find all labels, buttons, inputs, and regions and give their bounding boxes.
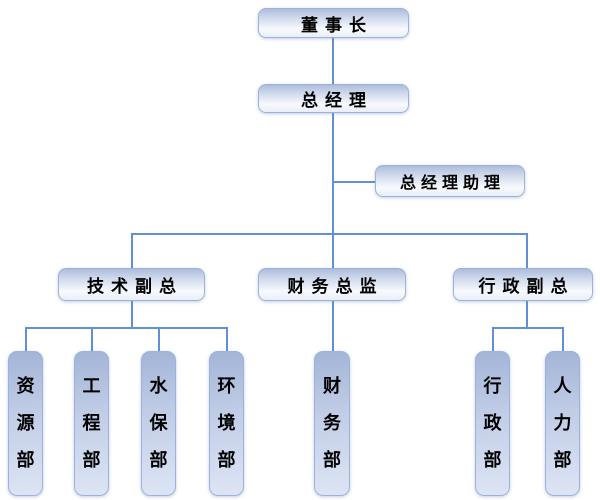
node-dept-administration-label: 行政部 <box>483 375 502 471</box>
node-finance-director-label: 财务总监 <box>287 277 384 297</box>
connector-tech-vp-top <box>131 233 133 268</box>
node-tech-vp-label: 技术副总 <box>87 277 183 297</box>
connector-environment-drop <box>226 327 228 351</box>
node-gm-assistant: 总经理助理 <box>375 165 525 197</box>
connector-hr-drop <box>562 327 564 351</box>
connector-water-drop <box>158 327 160 351</box>
node-dept-resources-label: 资源部 <box>16 375 35 471</box>
node-gm-assistant-label: 总经理助理 <box>399 173 505 192</box>
node-dept-engineering: 工程部 <box>74 351 109 496</box>
node-dept-hr: 人力部 <box>545 351 580 496</box>
connector-chairman-gm <box>332 38 334 84</box>
node-general-manager-label: 总经理 <box>301 91 373 111</box>
connector-finance-drop <box>332 301 334 351</box>
node-dept-finance: 财务部 <box>314 351 350 496</box>
node-chairman-label: 董事长 <box>301 15 373 36</box>
connector-admin-vp-top <box>526 233 528 268</box>
connector-main-horizontal <box>131 233 528 235</box>
node-tech-vp: 技术副总 <box>58 268 205 301</box>
node-general-manager: 总经理 <box>258 84 409 113</box>
node-admin-vp-label: 行政副总 <box>478 277 575 297</box>
connector-gm-stem <box>332 113 334 268</box>
node-dept-environment-label: 环境部 <box>217 375 236 471</box>
connector-engineering-drop <box>91 327 93 351</box>
node-dept-water-conservation: 水保部 <box>141 351 176 496</box>
node-chairman: 董事长 <box>258 8 409 38</box>
connector-tech-depts-horizontal <box>25 327 228 329</box>
node-dept-finance-label: 财务部 <box>323 375 341 471</box>
node-dept-engineering-label: 工程部 <box>82 375 101 471</box>
connector-resources-drop <box>25 327 27 351</box>
connector-gm-assistant <box>334 181 375 183</box>
node-dept-resources: 资源部 <box>8 351 43 496</box>
node-dept-environment: 环境部 <box>209 351 244 496</box>
node-dept-administration: 行政部 <box>475 351 510 496</box>
connector-admin-depts-horizontal <box>492 327 564 329</box>
node-dept-hr-label: 人力部 <box>553 375 572 471</box>
node-admin-vp: 行政副总 <box>453 268 593 301</box>
node-dept-water-conservation-label: 水保部 <box>149 375 168 471</box>
connector-administration-drop <box>492 327 494 351</box>
connector-admin-vp-bottom <box>526 301 528 327</box>
connector-tech-vp-bottom <box>131 301 133 327</box>
node-finance-director: 财务总监 <box>258 268 406 301</box>
